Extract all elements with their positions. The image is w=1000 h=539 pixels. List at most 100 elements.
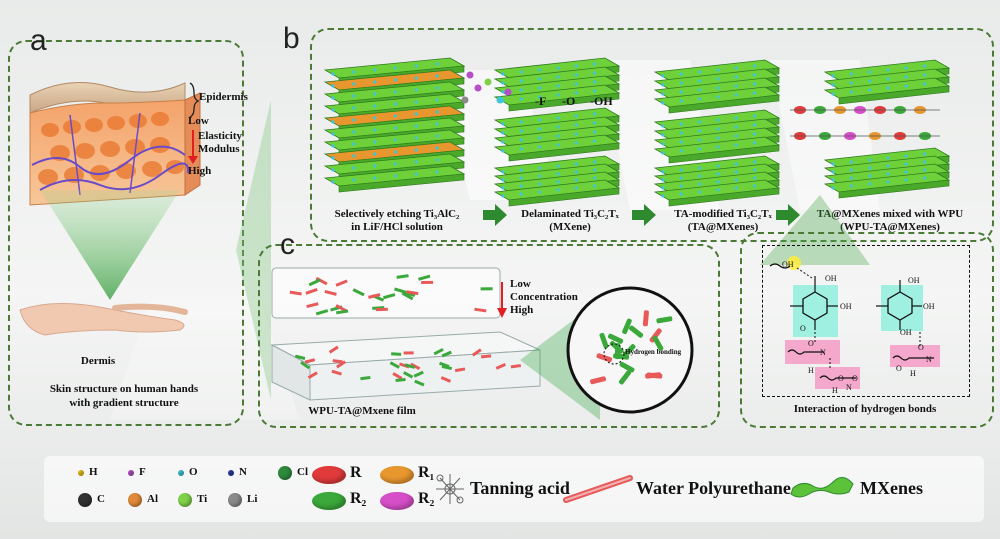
tanning-acid-icon (436, 474, 464, 504)
film-fiber (406, 290, 419, 296)
film-fiber (308, 278, 321, 287)
hbond-caption: Interaction of hydrogen bonds (793, 403, 937, 415)
hbond-atom-label: H (910, 369, 916, 378)
panel-a-caption-line2: with gradient structure (69, 397, 179, 409)
hbond-atom-label: OH (923, 302, 935, 311)
elasticity-high-label: High (188, 165, 212, 177)
legend-atom-cl-label: Cl (297, 466, 308, 478)
legend-mxenes: MXenes (860, 478, 923, 498)
ion-particle (461, 96, 469, 104)
film-fiber (401, 291, 414, 301)
hbond-atom-label: H (832, 386, 838, 395)
hbond-atom-label: N (926, 355, 932, 364)
epidermis-label: Epidermis (199, 91, 248, 103)
concentration-label: Concentration (510, 291, 578, 303)
water-polyurethane-icon (563, 475, 633, 503)
mxene-layer (823, 77, 951, 105)
hbond-atom-label: OH (900, 328, 912, 337)
film-fiber (510, 364, 521, 369)
elasticity-gradient-arrow (188, 130, 198, 164)
film-fiber (375, 307, 388, 312)
legend-atom-al-marker (128, 493, 142, 507)
legend-group-label: R₁ (418, 464, 435, 481)
film-fiber (402, 371, 414, 379)
concentration-low-label: Low (510, 278, 531, 290)
magnified-fiber (590, 376, 606, 385)
hydrogen-bonding-label: Hydrogen bonding (625, 348, 682, 356)
magnified-fiber (596, 353, 613, 363)
legend-group-label: R₂ (350, 490, 367, 507)
film-fiber (336, 360, 347, 369)
hbond-atom-label: N (846, 383, 852, 392)
magnified-fiber (656, 316, 673, 324)
step1-caption-line1: Selectively etching Ti₃AlC₂ (334, 208, 460, 220)
hbond-panel-frame (740, 232, 994, 428)
film-fiber (304, 358, 316, 364)
film-fiber (403, 351, 414, 355)
group-f-label: -F (535, 94, 547, 108)
film-fiber (300, 361, 311, 370)
hbond-atom-label: O (838, 374, 844, 383)
legend-atom-h-marker (78, 470, 84, 476)
concentration-high-label: High (510, 304, 534, 316)
panel-a-caption-line1: Skin structure on human hands (49, 383, 199, 395)
film-fiber (368, 293, 381, 299)
mxene-layer (323, 165, 466, 193)
step3-caption-line2: (TA@MXenes) (687, 221, 759, 233)
panel-a-frame (8, 40, 244, 426)
magnified-fiber (649, 328, 662, 343)
film-fiber (336, 309, 349, 315)
film-fiber (360, 375, 371, 381)
light-cone (40, 190, 180, 300)
legend-atom-li-label: Li (247, 493, 258, 505)
film-fiber (307, 371, 318, 380)
film-fiber (433, 347, 444, 356)
step2-caption-line2: (MXene) (549, 221, 591, 233)
film-fiber (332, 359, 343, 364)
film-fiber (441, 350, 452, 358)
legend-atom-al-label: Al (147, 493, 158, 505)
legend-atom-li-marker (228, 493, 242, 507)
film-fiber (410, 362, 421, 370)
legend-atom-ti-label: Ti (197, 493, 208, 505)
step4-caption-line1: TA@MXenes mixed with WPU (816, 208, 964, 220)
legend-group-marker (312, 466, 346, 484)
legend-atom-f-label: F (139, 466, 146, 478)
elasticity-label: Elasticity (198, 130, 242, 142)
film-fiber (335, 279, 348, 287)
film-fiber (305, 288, 318, 295)
film-fiber (454, 367, 466, 373)
magnified-fiber (618, 370, 632, 385)
film-fiber (396, 274, 409, 279)
magnified-fiber (613, 353, 630, 360)
dermis-label: Dermis (80, 355, 116, 367)
mxene-layer (653, 86, 781, 114)
group-o-label: -O (562, 94, 576, 108)
film-fiber (495, 363, 507, 370)
hbond-inner-box (762, 245, 970, 397)
magnified-fiber (652, 335, 664, 351)
legend-atom-o-marker (178, 470, 184, 476)
magnified-fiber (629, 325, 644, 338)
magnified-fiber (622, 318, 632, 335)
hbond-atom-label: O (852, 374, 858, 383)
panel-c-frame (258, 244, 720, 428)
step4-caption-line2: (WPU-TA@MXenes) (840, 221, 940, 233)
step1-caption-line2: in LiF/HCl solution (351, 221, 443, 233)
film-fiber (389, 361, 400, 369)
hbond-atom-label: O (918, 343, 924, 352)
film-fiber (382, 293, 396, 300)
modulus-label: Modulus (198, 143, 240, 155)
legend-atom-c-label: C (97, 493, 105, 505)
legend-atom-c-marker (78, 493, 92, 507)
mxenes-icon (790, 477, 854, 498)
hand-illustration (19, 303, 188, 336)
ion-particle (496, 96, 504, 104)
film-fiber (331, 369, 342, 376)
mxene-layer (493, 134, 621, 162)
panel-b-label: b (283, 22, 300, 55)
process-arrow-2 (632, 204, 656, 226)
